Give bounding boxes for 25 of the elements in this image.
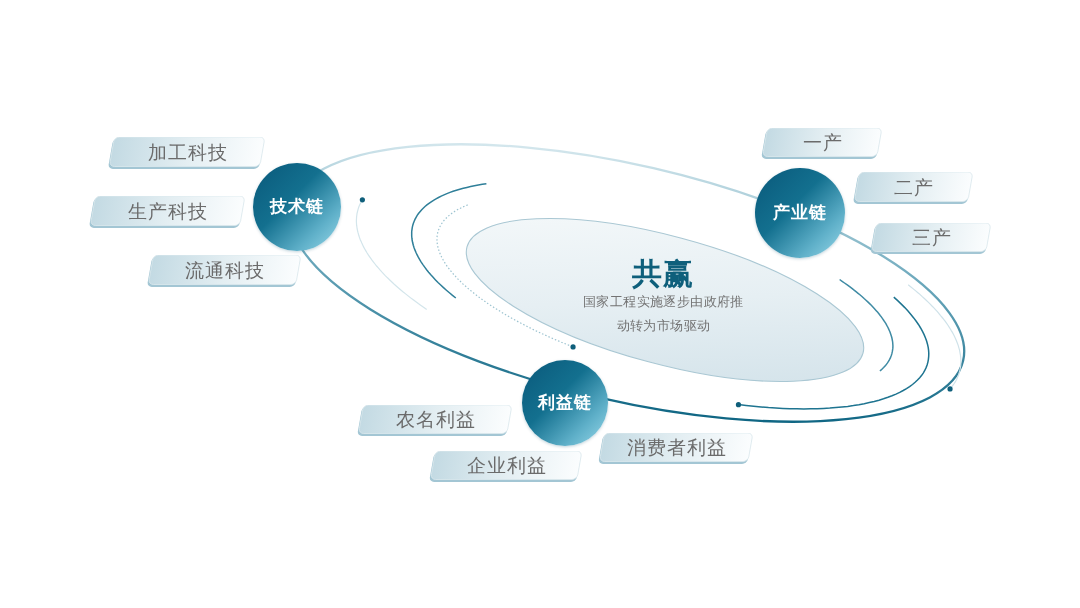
tag-box	[598, 433, 753, 463]
chain-label: 利益链	[538, 393, 592, 413]
tag-text: 消费者利益	[625, 437, 727, 459]
tag-box	[357, 405, 512, 435]
tag-box	[429, 451, 582, 481]
tag-text: 生产科技	[127, 200, 208, 223]
chain-circle	[253, 163, 341, 251]
center-title: 共赢	[632, 257, 694, 290]
tag-box	[147, 255, 301, 286]
tag-text: 一产	[801, 132, 843, 154]
tag-text: 流通科技	[184, 259, 265, 282]
tag-box	[853, 172, 973, 203]
tag-box	[108, 137, 265, 168]
tag-text: 二产	[893, 176, 934, 199]
tag-box	[89, 196, 245, 227]
chain-label: 产业链	[773, 203, 827, 223]
tag-box	[870, 223, 991, 253]
tag-text: 农名利益	[394, 409, 476, 431]
center-subtitle: 国家工程实施逐步由政府推动转为市场驱动	[582, 293, 745, 335]
tag-text: 企业利益	[465, 455, 547, 477]
chain-circle	[522, 360, 608, 446]
tag-box	[761, 128, 882, 158]
chain-label: 技术链	[270, 197, 324, 217]
tag-text: 三产	[910, 227, 952, 249]
tag-text: 加工科技	[146, 141, 228, 164]
